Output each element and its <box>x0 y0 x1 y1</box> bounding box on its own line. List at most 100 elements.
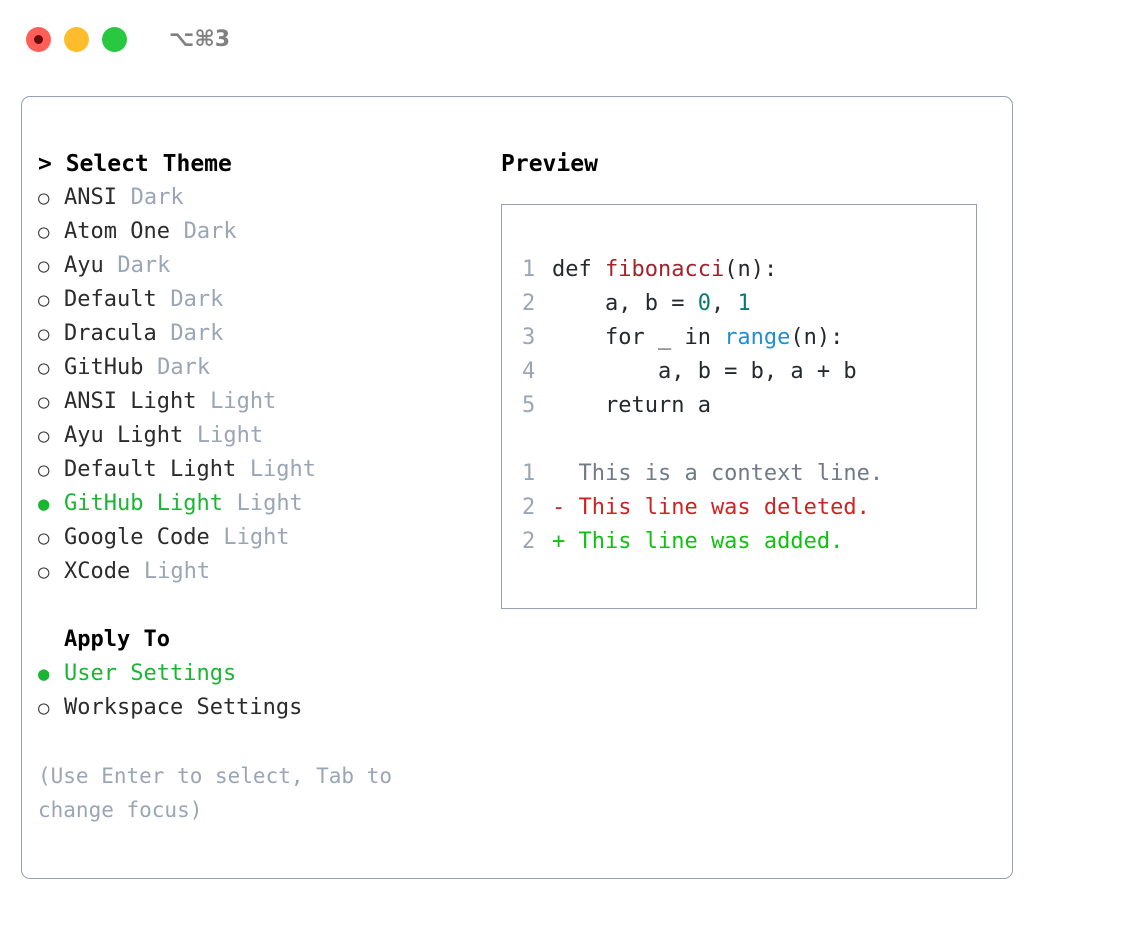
theme-option-label: Default Light <box>64 457 237 482</box>
radio-empty-icon: ○ <box>38 357 50 379</box>
code-text: return a <box>552 389 711 423</box>
theme-option-tag: Light <box>223 525 290 550</box>
window-title: ⌥⌘3 <box>169 26 231 52</box>
radio-empty-icon: ○ <box>38 561 50 583</box>
radio-empty-icon: ○ <box>38 289 50 311</box>
section-spacer <box>38 589 488 623</box>
code-text: a, b = 0, 1 <box>552 287 751 321</box>
theme-option-google-code[interactable]: ○ Google Code Light <box>38 521 488 555</box>
theme-option-xcode[interactable]: ○ XCode Light <box>38 555 488 589</box>
diff-line: 1 This is a context line. <box>522 457 976 491</box>
select-theme-heading: > Select Theme <box>38 151 232 177</box>
zoom-button[interactable] <box>102 26 127 52</box>
code-token-fn: fibonacci <box>604 257 725 282</box>
code-line: 5 return a <box>522 389 976 423</box>
code-text: for _ in range(n): <box>552 321 843 355</box>
code-token-plain: (n): <box>724 257 778 282</box>
theme-option-ayu-light[interactable]: ○ Ayu Light Light <box>38 419 488 453</box>
theme-option-tag: Dark <box>117 253 171 278</box>
code-token-plain: a, b = <box>552 291 698 316</box>
code-text: a, b = b, a + b <box>552 355 857 389</box>
line-number: 3 <box>522 325 536 350</box>
code-token-plain: a, b = b, a + b <box>552 359 857 384</box>
theme-option-label: Dracula <box>64 321 157 346</box>
code-token-plain: def <box>552 257 605 282</box>
title-bar: ⌥⌘3 <box>0 0 1140 78</box>
radio-empty-icon: ○ <box>38 697 50 719</box>
theme-option-github[interactable]: ○ GitHub Dark <box>38 351 488 385</box>
theme-option-label: XCode <box>64 559 131 584</box>
apply-to-option-list[interactable]: ●User Settings ○ Workspace Settings <box>38 657 488 725</box>
code-line: 2 a, b = 0, 1 <box>522 287 976 321</box>
theme-option-tag: Light <box>249 457 317 482</box>
line-number: 1 <box>522 461 536 486</box>
diff-line: 2 + This line was added. <box>522 525 976 559</box>
code-token-ctx: This is a context line. <box>552 461 884 486</box>
theme-option-label: Ayu <box>64 253 104 278</box>
line-number: 5 <box>522 393 536 418</box>
minimize-button[interactable] <box>64 26 89 52</box>
radio-empty-icon: ○ <box>38 221 50 243</box>
code-line: 3 for _ in range(n): <box>522 321 976 355</box>
line-number: 2 <box>522 291 536 316</box>
traffic-light-group <box>26 26 127 52</box>
theme-option-tag: Dark <box>170 287 224 312</box>
apply-to-option-label: Workspace Settings <box>64 695 303 720</box>
theme-option-label: Atom One <box>64 219 170 244</box>
diff-text: + This line was added. <box>552 525 843 559</box>
theme-option-tag: Dark <box>183 219 237 244</box>
recording-indicator-icon <box>34 34 43 44</box>
apply-to-heading: Apply To <box>64 627 170 652</box>
theme-option-label: ANSI Light <box>64 389 197 414</box>
theme-option-label: GitHub Light <box>64 491 223 516</box>
theme-option-tag: Light <box>236 491 303 516</box>
radio-empty-icon: ○ <box>38 527 50 549</box>
radio-empty-icon: ○ <box>38 425 50 447</box>
theme-option-label: Google Code <box>64 525 210 550</box>
radio-empty-icon: ○ <box>38 459 50 481</box>
theme-option-tag: Light <box>143 559 211 584</box>
code-token-call: range <box>724 325 791 350</box>
line-number: 2 <box>522 529 536 554</box>
theme-option-tag: Light <box>196 423 264 448</box>
theme-option-tag: Dark <box>130 185 184 210</box>
theme-option-tag: Dark <box>157 355 211 380</box>
line-number: 4 <box>522 359 536 384</box>
code-token-add: + This line was added. <box>552 529 844 554</box>
theme-option-label: Ayu Light <box>64 423 184 448</box>
theme-option-tag: Light <box>210 389 277 414</box>
diff-text: - This line was deleted. <box>552 491 870 525</box>
close-button[interactable] <box>26 26 51 52</box>
apply-to-option-user-settings[interactable]: ●User Settings <box>38 657 488 691</box>
code-token-num: 0 <box>697 291 711 316</box>
keyboard-hint-text: (Use Enter to select, Tab to change focu… <box>38 764 393 822</box>
theme-option-atom-one[interactable]: ○ Atom One Dark <box>38 215 488 249</box>
radio-selected-icon: ● <box>38 663 50 685</box>
apply-to-option-workspace-settings[interactable]: ○ Workspace Settings <box>38 691 488 725</box>
code-text: def fibonacci(n): <box>552 253 777 287</box>
code-line: 4 a, b = b, a + b <box>522 355 976 389</box>
theme-option-github-light[interactable]: ● GitHub Light Light <box>38 487 488 521</box>
radio-empty-icon: ○ <box>38 187 50 209</box>
line-number: 2 <box>522 495 536 520</box>
diff-line: 2 - This line was deleted. <box>522 491 976 525</box>
theme-option-default-light[interactable]: ○ Default Light Light <box>38 453 488 487</box>
code-token-num: 1 <box>737 291 751 316</box>
diff-sample: 1 This is a context line. 2 - This line wa… <box>522 457 976 559</box>
diff-text: This is a context line. <box>552 457 883 491</box>
theme-option-label: GitHub <box>64 355 144 380</box>
code-token-plain: return a <box>552 393 711 418</box>
code-token-plain: for _ in <box>552 325 725 350</box>
radio-selected-icon: ● <box>38 493 50 515</box>
